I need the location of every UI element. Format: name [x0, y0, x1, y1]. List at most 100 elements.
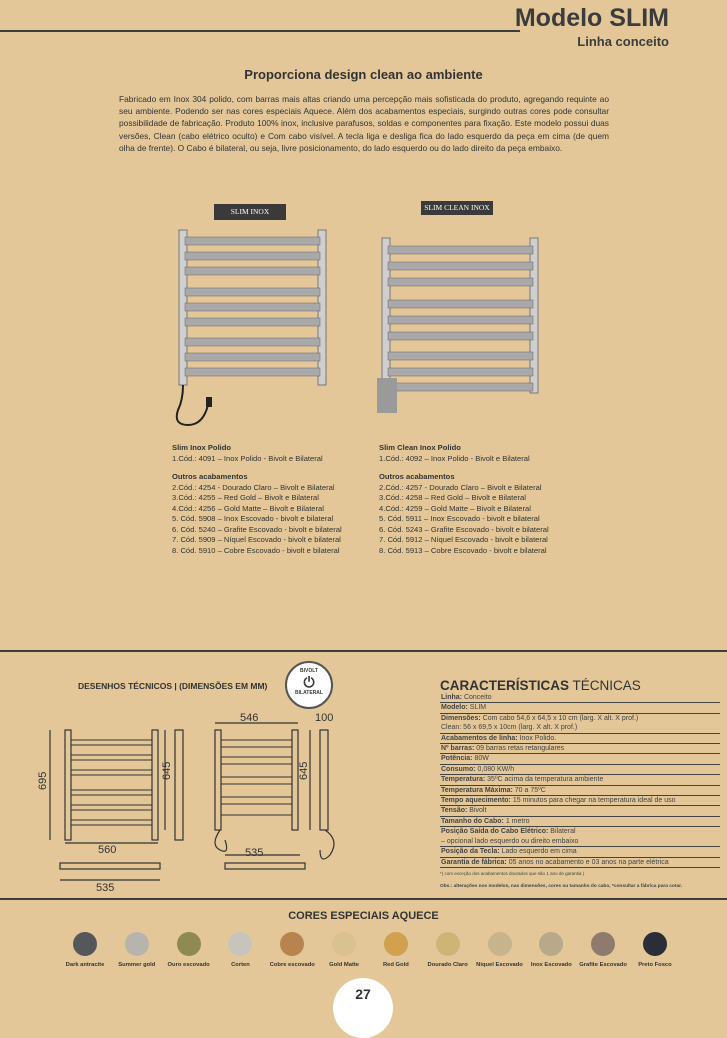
- product-tag: SLIM INOX: [214, 204, 286, 220]
- color-swatch: Grafite Escovado: [578, 932, 628, 968]
- color-circle: [539, 932, 564, 956]
- spec-row: Nº barras: 09 barras retas retangulares: [440, 744, 720, 755]
- color-circle: [228, 932, 253, 956]
- spec-value: – opcional lado esquerdo ou direito emba…: [441, 837, 579, 845]
- spec-key: Garantia de fábrica:: [441, 858, 507, 866]
- spec-value: 70 a 75ºC: [512, 786, 546, 794]
- color-label: Grafite Escovado: [579, 962, 627, 968]
- color-label: Dourado Claro: [427, 962, 468, 968]
- spec-value: Inox Polido.: [517, 734, 557, 742]
- spec-value: 09 barras retas retangulares: [474, 745, 565, 753]
- spec-row: Modelo: SLIM: [440, 703, 720, 714]
- badge-bottom-text: BILATERAL: [295, 690, 323, 696]
- spec-key: Temperatura Máxima:: [441, 786, 513, 794]
- spec-key: Modelo:: [441, 704, 468, 712]
- spec-key: Potência:: [441, 755, 473, 763]
- spec-row: Temperatura Máxima: 70 a 75ºC: [440, 786, 720, 797]
- spec-row: Posição Saída do Cabo Elétrico: Bilatera…: [440, 827, 720, 836]
- spec-value: SLIM: [467, 704, 487, 712]
- finish-item: 7. Cód. 5912 – Níquel Escovado - bivolt …: [379, 535, 548, 544]
- spec-value: Clean: 56 x 69,5 x 10cm (larg. X alt. X …: [441, 724, 578, 732]
- spec-row: Posição da Tecla: Lado esquerdo em cima: [440, 847, 720, 858]
- spec-value: 0,080 KW/h: [475, 765, 515, 773]
- page-subtitle: Linha conceito: [577, 34, 669, 49]
- finish-item: 6. Cód. 5240 – Grafite Escovado - bivolt…: [172, 524, 342, 534]
- spec-row: Garantia de fábrica: 05 anos no acabamen…: [440, 858, 720, 868]
- color-swatch: Cobre escovado: [267, 932, 317, 968]
- color-circle: [124, 932, 149, 956]
- color-label: Dark antracite: [65, 962, 105, 968]
- finish-item: 3.Cód.: 4258 – Red Gold – Bivolt e Bilat…: [379, 493, 526, 502]
- finish-item: 5. Cód. 5908 – Inox Escovado - bivolt e …: [172, 514, 334, 523]
- dim-width-1: 560: [98, 844, 116, 856]
- dim-height-3: 645: [298, 762, 310, 780]
- spec-row: Consumo: 0,080 KW/h: [440, 765, 720, 776]
- spec-obs: Obs.: alterações nos modelos, nas dimens…: [440, 883, 683, 889]
- color-label: Niquel Escovado: [476, 962, 523, 968]
- spec-value: Bivolt: [467, 807, 487, 815]
- color-swatch: Dark antracite: [60, 932, 110, 968]
- spec-footnote: *( com exceção dos acabamentos dourados …: [440, 870, 585, 876]
- finish-item: 8. Cód. 5910 – Cobre Escovado - bivolt e…: [172, 545, 340, 555]
- section-divider: [0, 650, 727, 652]
- color-label: Inox Escovado: [530, 962, 572, 968]
- finish-item: 2.Cód.: 4257 - Dourado Claro – Bivolt e …: [379, 482, 542, 492]
- spec-row: Clean: 56 x 69,5 x 10cm (larg. X alt. X …: [440, 723, 720, 734]
- badge-top-text: BIVOLT: [300, 668, 318, 674]
- color-label: Ouro escovado: [167, 962, 210, 968]
- spec-row: Tensão: Bivolt: [440, 806, 720, 817]
- others-title: Outros acabamentos: [379, 472, 455, 481]
- color-swatch: Gold Matte: [319, 932, 369, 968]
- specs-title: CARACTERÍSTICAS TÉCNICAS: [440, 678, 641, 693]
- spec-value: Bilateral: [548, 828, 576, 836]
- color-circle: [332, 932, 357, 956]
- color-label: Red Gold: [382, 962, 409, 968]
- finish-item: 2.Cód.: 4254 - Dourado Claro – Bivolt e …: [172, 482, 335, 492]
- color-circle: [435, 932, 460, 956]
- color-swatch: Niquel Escovado: [475, 932, 525, 968]
- spec-row: Acabamentos de linha: Inox Polido.: [440, 734, 720, 745]
- colors-title: CORES ESPECIAIS AQUECE: [288, 910, 439, 922]
- product-tag: SLIM CLEAN INOX: [421, 201, 493, 215]
- spec-key: Linha:: [441, 694, 462, 701]
- color-swatch: Ouro escovado: [164, 932, 214, 968]
- spec-key: Consumo:: [441, 765, 476, 773]
- dim-width-3: 546: [240, 712, 258, 724]
- color-swatch: Corten: [215, 932, 265, 968]
- spec-row: Potência: 80W: [440, 754, 720, 765]
- specs-title-light: TÉCNICAS: [569, 678, 641, 693]
- header-divider: [0, 30, 520, 32]
- color-circle: [642, 932, 667, 956]
- spec-row: – opcional lado esquerdo ou direito emba…: [440, 837, 720, 848]
- color-label: Corten: [231, 962, 250, 968]
- color-label: Cobre escovado: [269, 962, 315, 968]
- spec-key: Nº barras:: [441, 745, 475, 753]
- color-label: Preto Fosco: [638, 962, 672, 968]
- color-swatches: Dark antracite Summer gold Ouro escovado Co…: [60, 932, 680, 968]
- page-title: Modelo SLIM: [514, 4, 669, 32]
- dim-height-2: 645: [161, 762, 173, 780]
- product-code: 1.Cód.: 4092 – Inox Polido - Bivolt e Bi…: [379, 453, 530, 463]
- product-name: Slim Clean Inox Polido: [379, 443, 461, 452]
- color-label: Gold Matte: [329, 962, 360, 968]
- spec-value: 35ºC acima da temperatura ambiente: [485, 776, 604, 784]
- color-circle: [73, 932, 97, 956]
- specs-title-bold: CARACTERÍSTICAS: [440, 678, 570, 693]
- color-label: Summer gold: [118, 962, 156, 968]
- color-swatch: Red Gold: [371, 932, 421, 968]
- spec-value: 05 anos no acabamento e 03 anos na parte…: [506, 858, 669, 866]
- spec-key: Posição Saída do Cabo Elétrico:: [441, 828, 549, 836]
- spec-key: Tamanho do Cabo:: [441, 817, 504, 825]
- color-swatch: Summer gold: [112, 932, 162, 968]
- color-circle: [383, 932, 408, 956]
- plug-icon: ⏻: [303, 674, 315, 690]
- technical-drawing: 695 645 560 535 546 100 645 535: [37, 712, 335, 894]
- finish-item: 5. Cód. 5911 – Inox Escovado - bivolt e …: [379, 514, 540, 523]
- headline: Proporciona design clean ao ambiente: [244, 67, 483, 82]
- spec-value: Lado esquerdo em cima: [499, 848, 577, 856]
- spec-row: Dimensões: Com cabo 54,6 x 64,5 x 10 cm …: [440, 714, 720, 723]
- spec-value: Conceito: [462, 694, 492, 701]
- dim-height-1: 695: [37, 772, 49, 790]
- others-title: Outros acabamentos: [172, 472, 248, 481]
- product-code: 1.Cód.: 4091 – Inox Polido - Bivolt e Bi…: [172, 453, 323, 463]
